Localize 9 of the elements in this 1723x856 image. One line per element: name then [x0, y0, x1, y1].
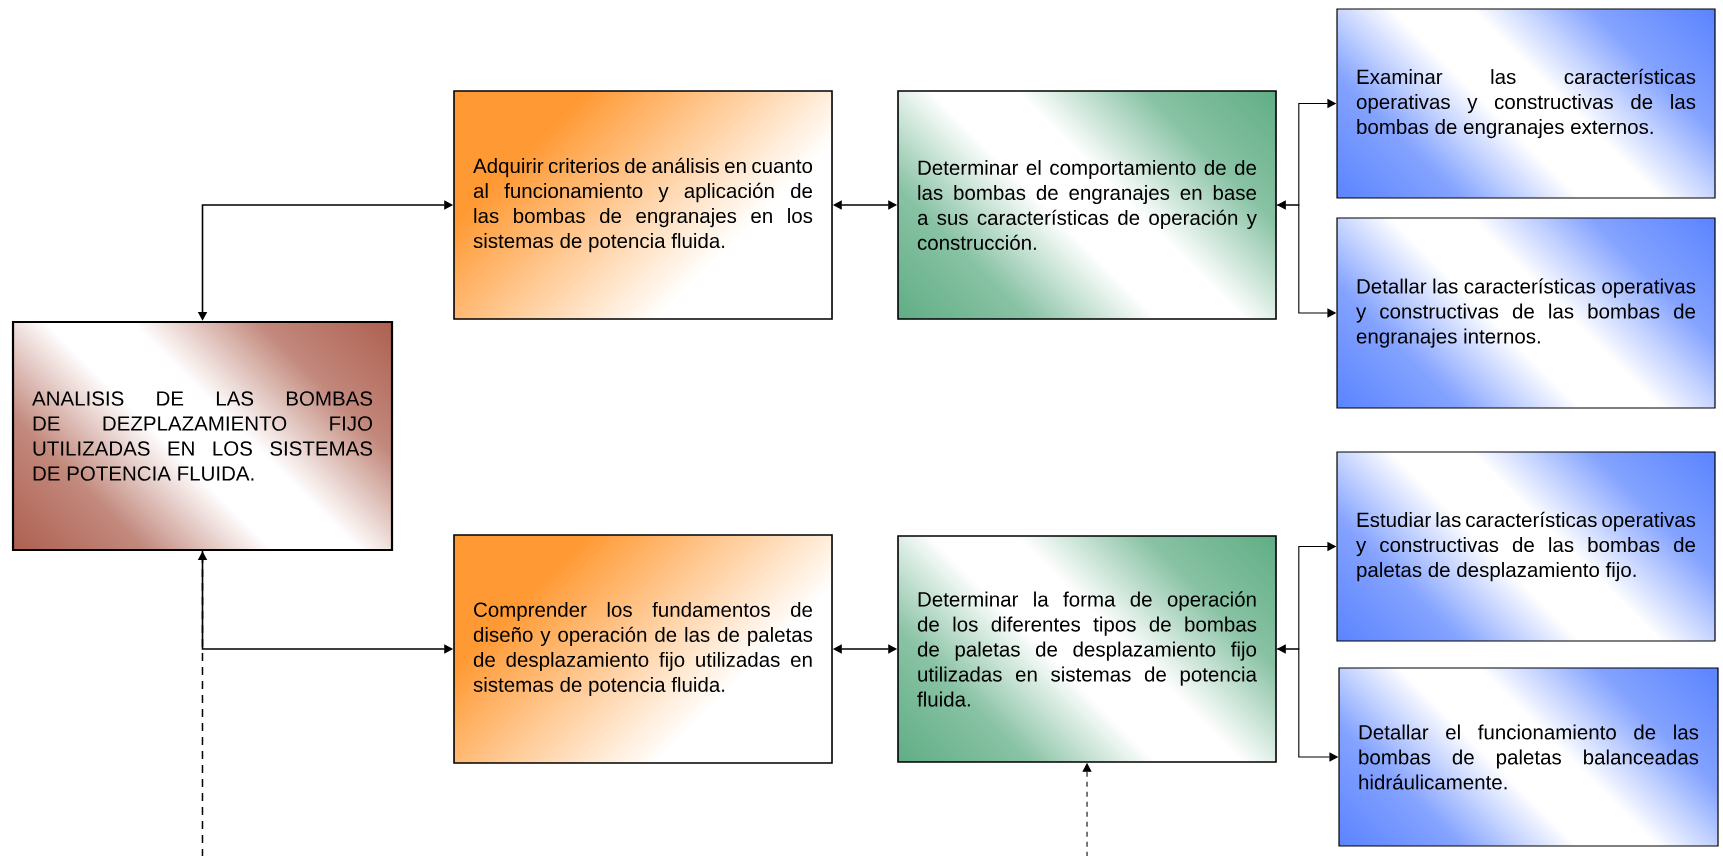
- objective-box: Determinar la forma de operación de los diferentes tipos de bombas de paletas de desplazamiento fijo utilizadas en sistemas de potencia fluida.: [897, 535, 1277, 763]
- objective-box: Detallar las características operativas y constructivas de las bombas de engranajes internos.: [1336, 217, 1716, 409]
- objective-box: Comprender los fundamentos de diseño y operación de las de paletas de desplazamiento fijo utilizadas en sistemas de potencia fluida.: [453, 534, 833, 764]
- objective-box: ANALISIS DE LAS BOMBAS DE DEZPLAZAMIENTO FIJO UTILIZADAS EN LOS SISTEMAS DE POTENCIA FLUIDA.: [11, 320, 394, 552]
- objective-box: Determinar el comportamiento de de las bombas de engranajes en base a sus características de operación y construcción.: [897, 90, 1277, 320]
- objective-box: Adquirir criterios de análisis en cuanto al funcionamiento y aplicación de las bombas de engranajes en los sistemas de potencia fluida.: [453, 90, 833, 320]
- objective-box: Estudiar las características operativas y constructivas de las bombas de paletas de desplazamiento fijo.: [1336, 451, 1716, 642]
- objective-box: Detallar el funcionamiento de las bombas de paletas balanceadas hidráulicamente.: [1338, 667, 1719, 847]
- objective-box: Examinar las características operativas y constructivas de las bombas de engranajes externos.: [1336, 8, 1716, 199]
